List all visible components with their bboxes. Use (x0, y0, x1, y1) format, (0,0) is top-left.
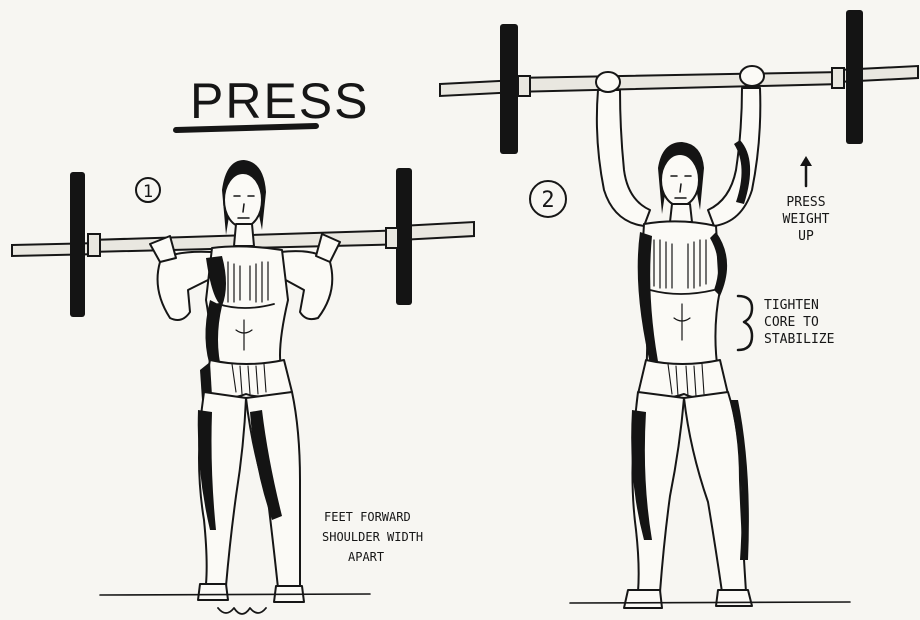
step-2-number: 2 (541, 188, 554, 213)
step-2-marker: 2 (530, 181, 566, 217)
step-2-press-line-3: UP (798, 229, 814, 244)
title-underline (176, 126, 316, 130)
step-2-core-line-3: STABILIZE (764, 332, 834, 347)
step-1-note-line-2: SHOULDER WIDTH (322, 530, 423, 544)
brace-icon (738, 296, 752, 350)
barbell-2 (440, 10, 918, 154)
step-1-note-line-3: APART (348, 550, 384, 564)
figure-2 (440, 10, 918, 608)
step-1-note-line-1: FEET FORWARD (324, 510, 411, 524)
step-2-press-line-1: PRESS (786, 195, 825, 210)
step-2-press-line-2: WEIGHT (783, 212, 830, 227)
step-2-core-line-1: TIGHTEN (764, 298, 819, 313)
figure-1 (12, 160, 474, 614)
up-arrowhead-icon (800, 156, 812, 166)
step-2-core-line-2: CORE TO (764, 315, 819, 330)
step-1-number: 1 (143, 182, 153, 202)
step-1-marker: 1 (136, 178, 160, 202)
step-2-core-note: TIGHTEN CORE TO STABILIZE (738, 296, 834, 350)
step-1-notes: FEET FORWARD SHOULDER WIDTH APART (322, 510, 423, 564)
page-title: PRESS (190, 73, 370, 129)
step-2-press-note: PRESS WEIGHT UP (783, 156, 830, 244)
